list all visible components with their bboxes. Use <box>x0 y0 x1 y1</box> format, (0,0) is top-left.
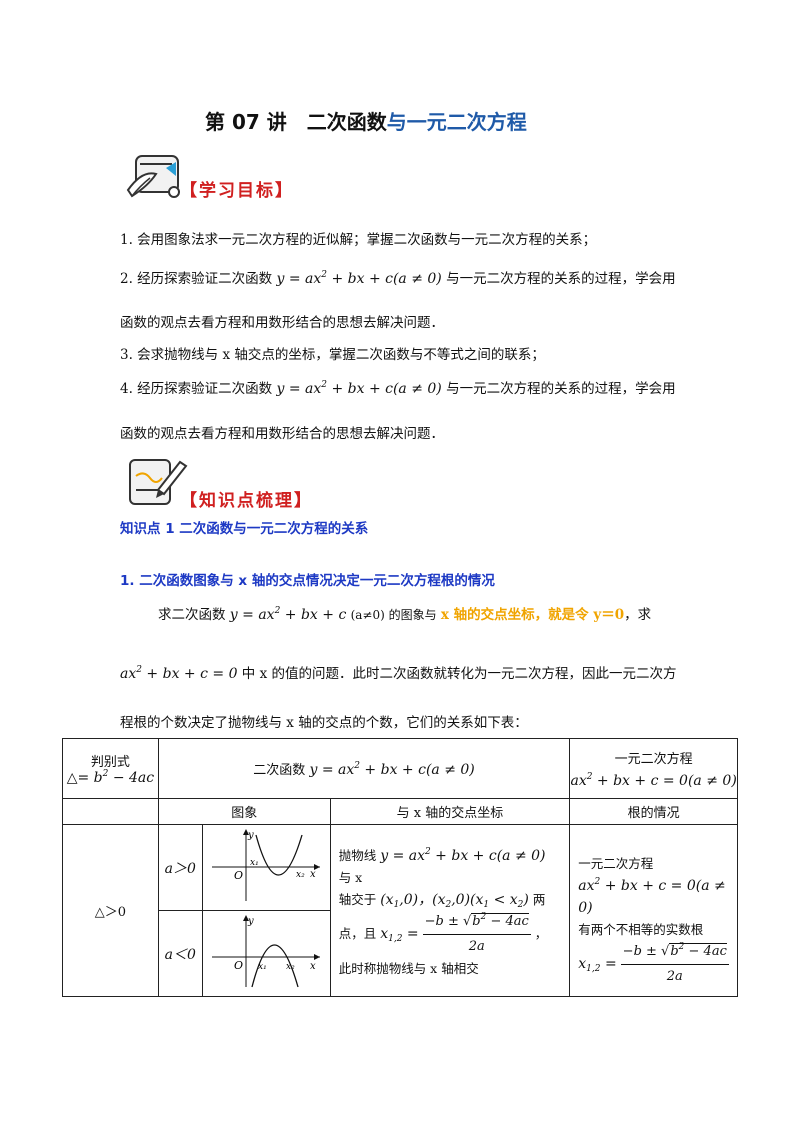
goal-2-prefix: 2. 经历探索验证二次函数 <box>120 271 273 287</box>
col-intersection: 与 x 轴的交点坐标 <box>329 798 571 825</box>
discriminant-formula: △= b2 − 4ac <box>66 769 155 787</box>
intersect-text-f: ， <box>534 926 548 941</box>
roots-text-b: 有两个不相等的实数根 <box>578 922 704 937</box>
paragraph-line-3: 程根的个数决定了抛物线与 x 轴的交点的个数，它们的关系如下表： <box>120 715 528 731</box>
goal-2-formula: y = ax2 + bx + c(a ≠ 0) <box>276 270 442 288</box>
roots-equation: ax2 + bx + c = 0(a ≠ 0) <box>578 877 726 917</box>
quadratic-label: 二次函数 <box>253 763 306 778</box>
intersect-text-a: 抛物线 <box>338 848 377 863</box>
svg-text:x₁: x₁ <box>250 858 259 868</box>
quadratic-formula: y = ax2 + bx + c(a ≠ 0) <box>309 761 475 779</box>
roots-text-a: 一元二次方程 <box>578 856 654 871</box>
paragraph-line-2: ax2 + bx + c = 0 中 x 的值的问题．此时二次函数就转化为一元二… <box>120 664 676 684</box>
quadratic-header: 二次函数 y = ax2 + bx + c(a ≠ 0) <box>157 738 571 799</box>
para-text-a: 求二次函数 <box>158 607 226 623</box>
equation-label: 一元二次方程 <box>614 752 693 767</box>
goal-2-suffix: 与一元二次方程的关系的过程，学会用 <box>446 271 676 287</box>
title-part1: 第 07 讲 二次函数 <box>205 110 387 134</box>
para-formula-2: ax2 + bx + c = 0 <box>120 665 238 683</box>
intersect-root-var: x1,2 = <box>380 926 419 944</box>
intersect-text-c: 轴交于 <box>338 892 377 907</box>
goal-4-formula: y = ax2 + bx + c(a ≠ 0) <box>276 380 442 398</box>
goal-4-suffix: 与一元二次方程的关系的过程，学会用 <box>446 381 676 397</box>
intersect-text-b: 与 x <box>338 870 363 885</box>
case-positive: △＞0 <box>62 824 159 997</box>
parabola-down-graph: y O x₁ x₂ x <box>212 914 321 987</box>
para-formula-1: y = ax2 + bx + c <box>229 606 347 624</box>
col-roots: 根的情况 <box>569 798 738 825</box>
goal-2-continued: 函数的观点去看方程和用数形结合的思想去解决问题． <box>120 315 444 331</box>
a-negative-label: a＜0 <box>157 910 203 997</box>
para-highlight-2: 就是令 y＝0 <box>548 607 625 623</box>
discriminant-header: 判别式 △= b2 − 4ac <box>62 738 159 799</box>
para-separator: ， <box>534 607 549 623</box>
goal-3: 3. 会求抛物线与 x 轴交点的坐标，掌握二次函数与不等式之间的联系； <box>120 347 545 363</box>
parabola-up-graph: y O x₁ x₂ x <box>212 828 321 901</box>
title-part2: 与一元二次方程 <box>386 110 527 134</box>
goal-1: 1. 会用图象法求一元二次方程的近似解；掌握二次函数与一元二次方程的关系； <box>120 232 597 248</box>
roots-var: x1,2 = <box>578 956 617 974</box>
goal-2: 2. 经历探索验证二次函数 y = ax2 + bx + c(a ≠ 0) 与一… <box>120 269 676 289</box>
svg-text:O: O <box>234 869 243 882</box>
a-positive-label: a＞0 <box>157 824 203 911</box>
knowledge-point-heading: 知识点 1 二次函数与一元二次方程的关系 <box>120 521 369 537</box>
para-text-p2: 中 x 的值的问题．此时二次函数就转化为一元二次方程，因此一元二次方 <box>241 666 677 682</box>
banner-learning-goals: 【学习目标】 <box>180 181 294 201</box>
svg-text:x: x <box>310 869 316 880</box>
roots-cell: 一元二次方程 ax2 + bx + c = 0(a ≠ 0) 有两个不相等的实数… <box>569 824 738 997</box>
banner-knowledge: 【知识点梳理】 <box>180 491 313 511</box>
intersect-text-g: 此时称抛物线与 x 轴相交 <box>338 961 479 976</box>
notebook-pencil-icon <box>129 459 188 505</box>
svg-text:x₁: x₁ <box>258 962 267 972</box>
svg-text:x: x <box>310 961 316 972</box>
svg-text:y: y <box>247 916 254 927</box>
graph-a-negative: y O x₁ x₂ x <box>201 910 331 997</box>
svg-text:x₂: x₂ <box>296 870 305 880</box>
paragraph-line-1: 求二次函数 y = ax2 + bx + c (a≠0) 的图象与 x 轴的交点… <box>158 605 651 625</box>
goal-4-prefix: 4. 经历探索验证二次函数 <box>120 381 273 397</box>
intersect-points: (x1,0)，(x2,0)(x1 < x2) <box>380 892 529 910</box>
relation-table: 判别式 △= b2 − 4ac 二次函数 y = ax2 + bx + c(a … <box>62 738 738 997</box>
intersection-cell: 抛物线 y = ax2 + bx + c(a ≠ 0) 与 x 轴交于 (x1,… <box>329 824 571 997</box>
goal-4-continued: 函数的观点去看方程和用数形结合的思想去解决问题． <box>120 426 444 442</box>
scroll-quill-icon <box>126 155 180 198</box>
svg-text:y: y <box>247 830 254 841</box>
svg-text:O: O <box>234 959 243 972</box>
page-title: 第 07 讲 二次函数与一元二次方程 <box>205 106 527 135</box>
goal-4: 4. 经历探索验证二次函数 y = ax2 + bx + c(a ≠ 0) 与一… <box>120 379 676 399</box>
para-text-b: (a≠0) 的图象与 <box>350 608 437 622</box>
col-graph: 图象 <box>157 798 331 825</box>
subheading: 1. 二次函数图象与 x 轴的交点情况决定一元二次方程根的情况 <box>120 573 495 589</box>
intersect-text-e: 点，且 <box>338 926 377 941</box>
equation-header: 一元二次方程 ax2 + bx + c = 0(a ≠ 0) <box>569 738 738 799</box>
para-highlight-1: x 轴的交点坐标 <box>440 607 535 623</box>
intersect-formula: y = ax2 + bx + c(a ≠ 0) <box>380 847 546 865</box>
para-text-c: ，求 <box>624 607 652 623</box>
discriminant-label: 判别式 <box>90 755 130 770</box>
svg-text:x₂: x₂ <box>286 962 295 972</box>
intersect-text-d: 两 <box>532 892 546 907</box>
empty-cell <box>62 798 159 825</box>
equation-formula: ax2 + bx + c = 0(a ≠ 0) <box>570 772 737 790</box>
graph-a-positive: y O x₁ x₂ x <box>201 824 331 911</box>
